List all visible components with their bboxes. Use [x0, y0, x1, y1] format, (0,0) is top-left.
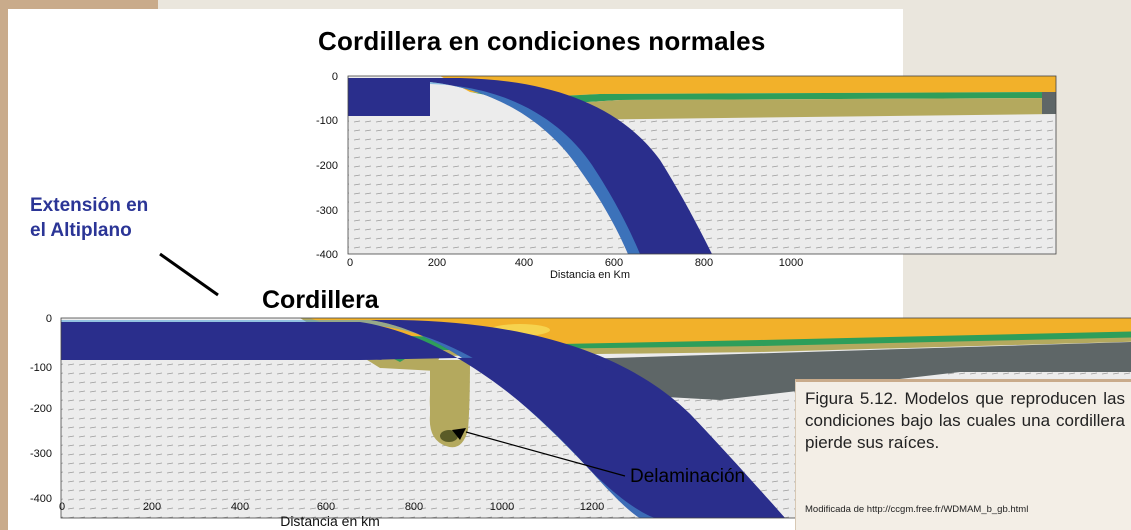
top-x-axis-title: Distancia en Km: [550, 269, 630, 281]
bottom-x-axis-title: Distancia en km: [280, 513, 380, 529]
top-model-title: Cordillera en condiciones normales: [318, 26, 766, 56]
extension-annotation: Extensión en el Altiplano: [30, 193, 148, 243]
delamination-pointer-line: [465, 431, 626, 477]
top-slab: [348, 78, 712, 254]
bottom-y-tick: 0: [46, 313, 52, 325]
extension-annotation-line2: el Altiplano: [30, 220, 132, 241]
bottom-y-tick: -300: [30, 448, 52, 460]
bottom-y-tick: -200: [30, 403, 52, 415]
top-lithosphere: [1042, 92, 1056, 114]
bottom-x-tick: 800: [405, 501, 423, 513]
bottom-plot-frame: [60, 317, 1131, 519]
bottom-slab: [360, 322, 785, 518]
top-y-tick: 0: [332, 71, 338, 83]
top-x-tick: 0: [347, 257, 353, 269]
bottom-y-tick: -400: [30, 493, 52, 505]
top-green-layer: [470, 92, 1056, 105]
side-accent-bar: [0, 0, 8, 530]
top-x-tick: 200: [428, 257, 446, 269]
bottom-x-tick: 1200: [580, 501, 604, 513]
top-x-axis: 0 200 400 600 800 1000 Distancia en Km: [347, 257, 803, 281]
bottom-x-tick: 400: [231, 501, 249, 513]
top-plot-frame: [347, 75, 1057, 255]
caption-source: Modificada de http://ccgm.free.fr/WDMAM_…: [805, 504, 1029, 515]
extension-pointer-line: [159, 252, 219, 297]
top-flow-arrows: [348, 116, 1056, 254]
top-slab-flat: [348, 78, 430, 116]
bottom-x-tick: 0: [59, 501, 65, 513]
top-x-tick: 800: [695, 257, 713, 269]
top-y-tick: -400: [316, 249, 338, 261]
bottom-delamination-drip: [429, 360, 470, 448]
bottom-y-axis: 0 -100 -200 -300 -400: [30, 313, 52, 505]
delamination-arrowhead: [452, 428, 466, 440]
figure-caption: Figura 5.12. Modelos que reproducen las …: [805, 389, 1125, 452]
top-slab-edge: [348, 82, 640, 254]
bottom-drip-core: [440, 430, 458, 442]
bottom-x-axis: 0 200 400 600 800 1000 1200 Distancia en…: [59, 501, 604, 529]
delamination-annotation: Delaminación: [630, 466, 746, 487]
bottom-slab-flat: [61, 322, 360, 360]
bottom-x-tick: 600: [317, 501, 335, 513]
caption-box: [795, 379, 1131, 530]
top-x-tick: 1000: [779, 257, 803, 269]
extension-annotation-line1: Extensión en: [30, 195, 149, 216]
top-y-tick: -200: [316, 160, 338, 172]
bottom-x-tick: 1000: [490, 501, 514, 513]
top-x-tick: 600: [605, 257, 623, 269]
top-olive-layer: [540, 98, 1056, 120]
top-y-tick: -300: [316, 205, 338, 217]
bottom-y-tick: -100: [30, 362, 52, 374]
top-x-tick: 400: [515, 257, 533, 269]
bottom-model-title: Cordillera: [262, 286, 379, 314]
top-crust: [440, 76, 1056, 98]
top-model-plot: [348, 76, 1056, 254]
top-y-tick: -100: [316, 115, 338, 127]
top-y-axis: 0 -100 -200 -300 -400: [316, 71, 338, 261]
bottom-x-tick: 200: [143, 501, 161, 513]
